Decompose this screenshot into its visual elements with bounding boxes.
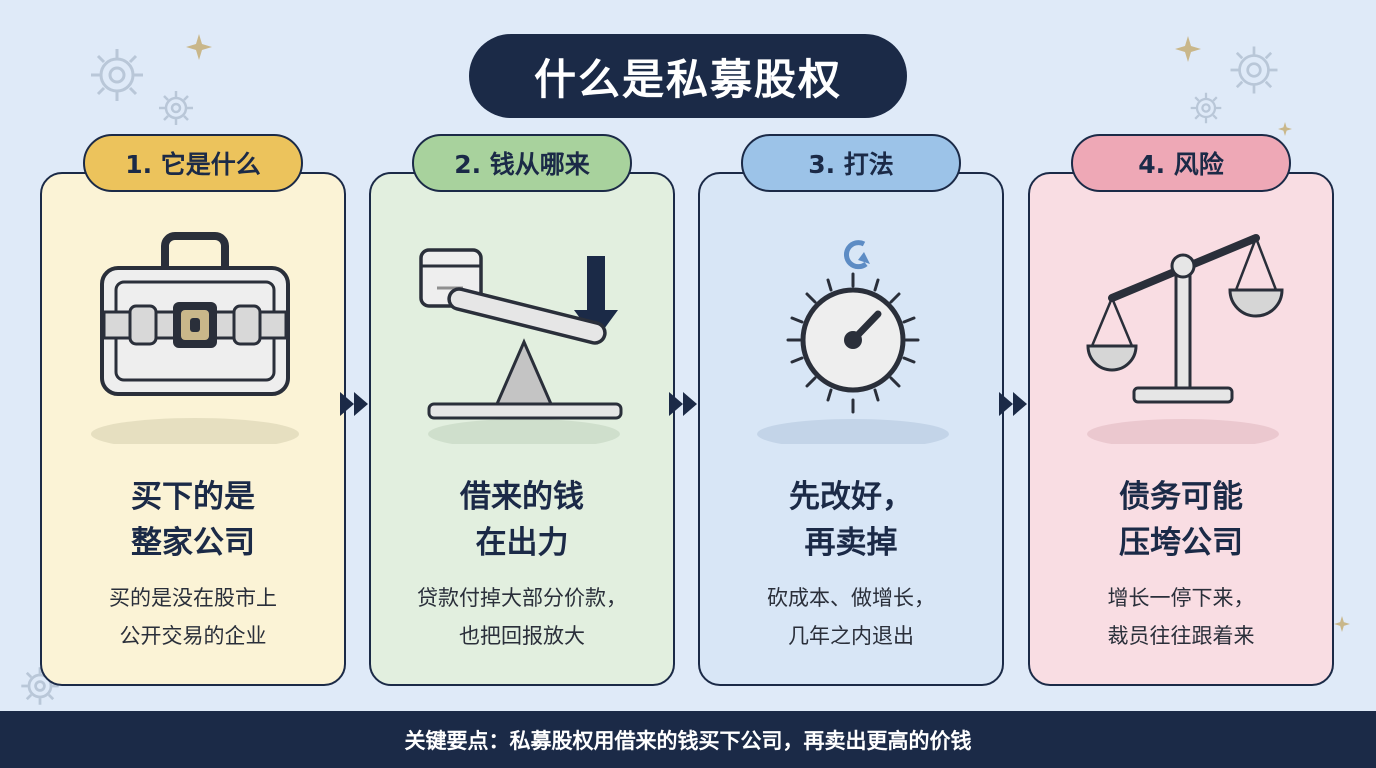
step-tab-3: 3. 打法	[741, 134, 961, 192]
step-tab-1: 1. 它是什么	[83, 134, 303, 192]
step-tab-4: 4. 风险	[1071, 134, 1291, 192]
tilted-scale-icon	[1086, 234, 1284, 444]
sparkle-icon	[1175, 36, 1201, 62]
step-description: 贷款付掉大部分价款，也把回报放大	[417, 586, 627, 648]
step-description: 砍成本、做增长，几年之内退出	[767, 586, 935, 648]
sparkle-icon	[186, 34, 212, 60]
step-card-1: 买下的是整家公司 买的是没在股市上公开交易的企业	[40, 172, 346, 686]
gear-icon	[91, 49, 143, 101]
step-card-4: 债务可能压垮公司 增长一停下来，裁员往往跟着来	[1028, 172, 1334, 686]
sparkle-icon	[1278, 122, 1292, 136]
key-takeaway-banner: 关键要点：私募股权用借来的钱买下公司，再卖出更高的价钱	[0, 711, 1376, 768]
gear-icon	[1190, 92, 1222, 124]
step-heading: 先改好，再卖掉	[789, 479, 913, 561]
double-chevron-icon	[340, 392, 368, 416]
step-heading: 债务可能压垮公司	[1119, 479, 1243, 561]
step-description: 买的是没在股市上公开交易的企业	[109, 586, 277, 648]
step-description: 增长一停下来，裁员往往跟着来	[1107, 586, 1255, 648]
page-title: 什么是私募股权	[469, 34, 907, 118]
stopwatch-icon	[757, 240, 949, 444]
gear-icon	[159, 91, 193, 125]
double-chevron-icon	[669, 392, 697, 416]
gear-icon	[1230, 46, 1278, 94]
sparkle-icon	[1334, 616, 1350, 632]
step-tab-2: 2. 钱从哪来	[412, 134, 632, 192]
step-card-3: 先改好，再卖掉 砍成本、做增长，几年之内退出	[698, 172, 1004, 686]
seesaw-leverage-icon	[419, 248, 623, 444]
safe-briefcase-icon	[91, 232, 299, 444]
step-heading: 借来的钱在出力	[460, 479, 584, 561]
step-heading: 买下的是整家公司	[131, 479, 255, 561]
step-card-2: 借来的钱在出力 贷款付掉大部分价款，也把回报放大	[369, 172, 675, 686]
gear-icon	[21, 667, 59, 705]
double-chevron-icon	[999, 392, 1027, 416]
